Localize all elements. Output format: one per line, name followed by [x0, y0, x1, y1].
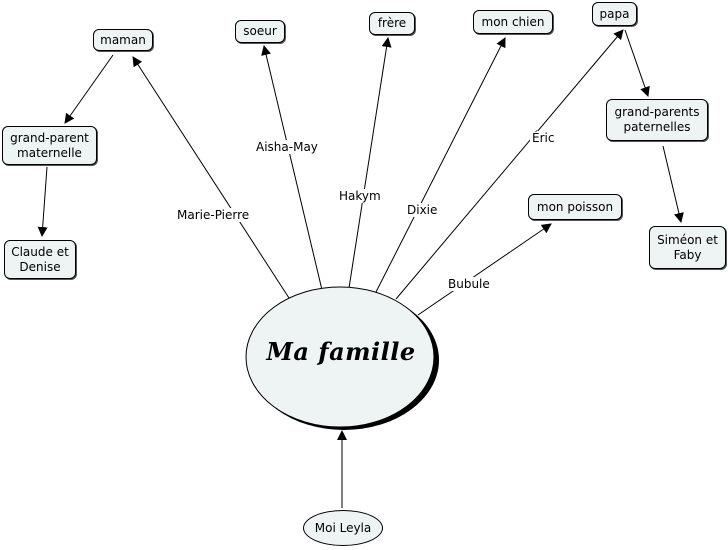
edge-maman-gp	[64, 54, 114, 124]
node-mon-chien[interactable]: mon chien	[473, 10, 553, 34]
edge-label-marie-pierre: Marie-Pierre	[175, 208, 252, 222]
edge-center-chien	[375, 37, 506, 293]
node-grand-parent-maternelle[interactable]: grand-parent maternelle	[2, 126, 97, 165]
center-title: Ma famille	[266, 337, 416, 366]
center-ellipse	[245, 286, 435, 428]
edge-center-poisson	[417, 223, 552, 316]
node-mon-poisson[interactable]: mon poisson	[528, 194, 622, 220]
edge-label-eric: Éric	[530, 131, 557, 145]
edge-gp-claude	[37, 166, 48, 237]
edge-gp-simeon	[662, 145, 684, 223]
edge-label-aisha-may: Aisha-May	[254, 140, 320, 154]
edge-label-hakym: Hakym	[337, 189, 383, 203]
node-grand-parents-paternelles[interactable]: grand-parents paternelles	[606, 99, 708, 141]
node-simeon-et-faby[interactable]: Siméon et Faby	[649, 226, 726, 269]
edge-center-maman	[132, 56, 290, 299]
edge-papa-gp	[624, 29, 650, 97]
moi-leyla-node[interactable]: Moi Leyla	[303, 510, 383, 546]
node-frere[interactable]: frère	[369, 12, 415, 35]
node-papa[interactable]: papa	[592, 2, 637, 26]
edge-center-frere	[348, 37, 392, 289]
edge-label-bubule: Bubule	[446, 277, 492, 291]
edge-center-soeur	[261, 45, 323, 291]
node-soeur[interactable]: soeur	[235, 20, 285, 43]
edge-center-papa	[395, 29, 624, 300]
edge-label-dixie: Dixie	[405, 203, 440, 217]
node-claude-et-denise[interactable]: Claude et Denise	[4, 240, 76, 279]
node-maman[interactable]: maman	[93, 29, 153, 51]
